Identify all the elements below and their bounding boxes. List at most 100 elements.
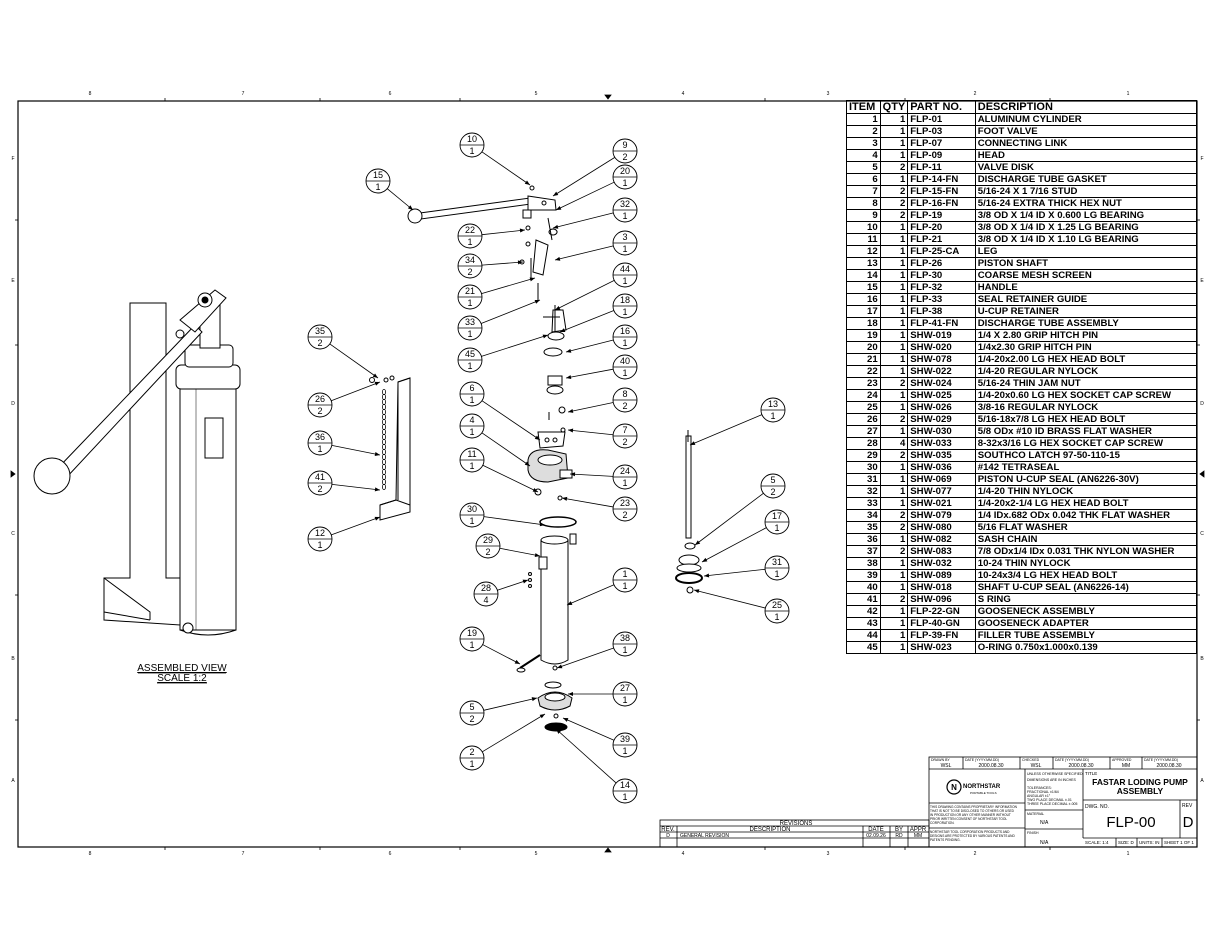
balloon-item-13: 131	[689, 397, 786, 446]
view-label: ASSEMBLED VIEW	[137, 663, 227, 674]
chain-link	[381, 473, 386, 480]
balloon-leader	[554, 245, 614, 261]
proprietary-2: THAT IS NOT TO BE DISCLOSED TO OTHERS OR…	[930, 809, 1015, 813]
balloon-qty: 1	[774, 612, 779, 622]
bom-part-no: SHW-082	[907, 533, 976, 546]
balloon-leader	[566, 584, 615, 606]
balloon-arrow	[374, 452, 380, 456]
bom-part-no: FLP-21	[907, 233, 976, 246]
balloon-qty: 4	[483, 595, 488, 605]
bom-description: 1/4-20 THIN NYLOCK	[974, 485, 1198, 498]
bom-item: 41	[846, 593, 881, 606]
bom-part-no: FLP-41-FN	[907, 317, 976, 330]
tolerance-5: THREE PLACE DECIMAL ±.005	[1027, 802, 1077, 806]
drawn-date: 2000.08.30	[978, 763, 1003, 769]
rev-row-date: 02.09.26	[866, 833, 886, 839]
bom-qty: 1	[879, 221, 909, 234]
balloon-qty: 1	[317, 540, 322, 550]
chain-link	[381, 433, 386, 440]
bom-item: 45	[846, 641, 881, 654]
balloon-item-8: 82	[567, 387, 638, 413]
zone-row-label: D	[11, 401, 15, 407]
balloon-item-number: 33	[465, 317, 475, 327]
balloon-item-9: 92	[552, 138, 638, 197]
balloon-item-29: 292	[475, 533, 541, 559]
zone-row-label: C	[1200, 531, 1204, 537]
bom-part-no: SHW-025	[907, 389, 976, 402]
balloon-item-number: 20	[620, 166, 630, 176]
balloon-arrow	[568, 409, 574, 413]
handle-ball	[33, 457, 71, 495]
company-name: NORTHSTAR	[963, 784, 1001, 790]
bom-qty: 1	[879, 317, 909, 330]
bom-description: #142 TETRASEAL	[974, 461, 1198, 474]
patent-3: PATENTS PENDING.	[930, 838, 961, 842]
balloon-item-number: 29	[483, 535, 493, 545]
bom-description: 8-32x3/16 LG HEX SOCKET CAP SCREW	[974, 437, 1198, 450]
balloon-leader	[481, 432, 531, 467]
sash-chain	[381, 388, 386, 490]
bom-description: SASH CHAIN	[974, 533, 1198, 546]
bom-qty: 1	[879, 605, 909, 618]
balloon-leader	[481, 229, 526, 236]
balloon-leader	[499, 547, 541, 557]
balloon-item-5: 52	[459, 697, 538, 726]
revisions-title: REVISIONS	[780, 821, 813, 827]
bom-item: 36	[846, 533, 881, 546]
zone-column-label: 2	[974, 91, 977, 97]
bom-description: SOUTHCO LATCH 97-50-110-15	[974, 449, 1198, 462]
zone-column-label: 3	[827, 851, 830, 857]
balloon-item-number: 16	[620, 326, 630, 336]
size-value: SIZE: D	[1118, 840, 1135, 845]
zone-row-label: E	[11, 278, 15, 284]
scale-label: SCALE 1:2	[157, 673, 207, 684]
balloon-item-35: 352	[307, 324, 379, 379]
approved-date-label: DATE (YYYY.MM.DD)	[1144, 758, 1178, 762]
balloon-item-number: 13	[768, 399, 778, 409]
bom-item: 13	[846, 257, 881, 270]
balloon-qty: 1	[774, 523, 779, 533]
bom-description: 5/16-24 X 1 7/16 STUD	[974, 185, 1198, 198]
balloon-item-32: 321	[552, 197, 638, 229]
bom-description: 3/8 OD X 1/4 ID X 1.10 LG BEARING	[974, 233, 1198, 246]
bom-part-no: FLP-32	[907, 281, 976, 294]
revisions-block	[659, 819, 930, 848]
balloon-item-number: 10	[467, 134, 477, 144]
balloon-qty: 2	[317, 338, 322, 348]
bom-part-no: FLP-38	[907, 305, 976, 318]
balloon-item-number: 15	[373, 170, 383, 180]
bom-item: 44	[846, 629, 881, 642]
chain-link	[381, 393, 386, 400]
balloon-arrow	[563, 718, 569, 722]
balloon-item-number: 5	[469, 702, 474, 712]
bom-description: 1/4-20 REGULAR NYLOCK	[974, 365, 1198, 378]
balloon-qty: 1	[469, 146, 474, 156]
chain-link	[381, 478, 386, 485]
balloon-item-1: 11	[566, 567, 638, 606]
balloon-leader	[689, 414, 763, 446]
balloon-arrow	[514, 659, 520, 664]
balloon-qty: 1	[622, 645, 627, 655]
bom-qty: 2	[879, 593, 909, 606]
proprietary-4: PRIOR WRITTEN CONSENT OF NORTHSTAR TOOL	[930, 817, 1007, 821]
bom-item: 24	[846, 389, 881, 402]
balloon-item-31: 311	[703, 555, 790, 581]
bom-item: 35	[846, 521, 881, 534]
balloon-item-41: 412	[307, 470, 381, 496]
bom-description: GOOSENECK ASSEMBLY	[974, 605, 1198, 618]
notes-1: UNLESS OTHERWISE SPECIFIED:	[1027, 772, 1084, 776]
bom-description: 10-24x3/4 LG HEX HEAD BOLT	[974, 569, 1198, 582]
proprietary-1: THIS DRAWING CONTAINS PROPRIETARY INFORM…	[930, 805, 1018, 809]
balloon-item-45: 451	[457, 334, 549, 373]
title-label: TITLE	[1085, 771, 1097, 776]
bom-item: 25	[846, 401, 881, 414]
balloon-qty: 2	[485, 547, 490, 557]
zone-row-label: A	[1200, 778, 1204, 784]
balloon-arrow	[555, 256, 561, 261]
